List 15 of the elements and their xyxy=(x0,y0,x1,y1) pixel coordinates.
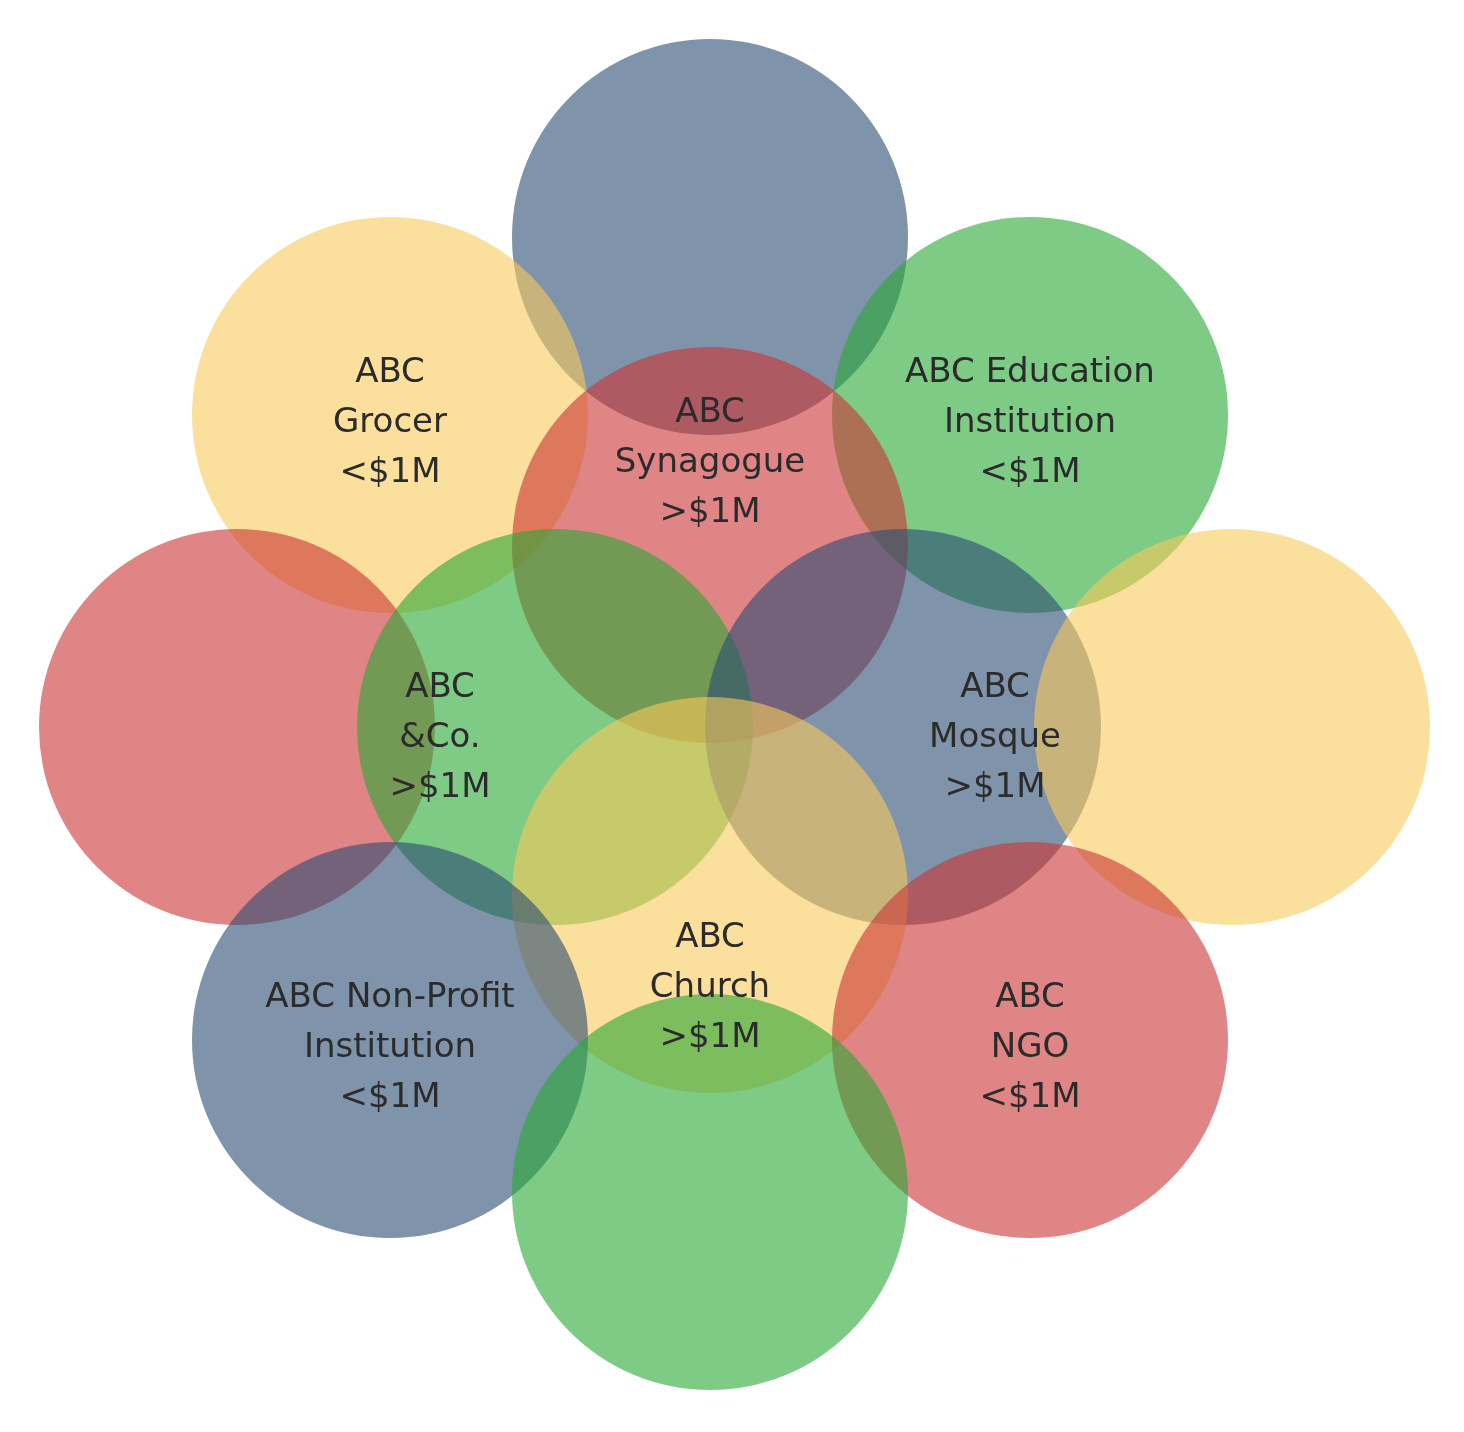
circle-label: ABC Synagogue xyxy=(613,389,807,482)
circle-label: ABC Church xyxy=(648,914,772,1007)
value-label: <$1M xyxy=(339,1074,441,1117)
value-label: >$1M xyxy=(659,489,761,532)
circle-label: ABC Non-Profit Institution xyxy=(264,974,516,1067)
value-label: >$1M xyxy=(659,1014,761,1057)
circle-label: ABC &Co. xyxy=(398,664,482,757)
value-label: >$1M xyxy=(389,764,491,807)
circle-label: ABC NGO xyxy=(989,974,1071,1067)
value-label: >$1M xyxy=(944,764,1046,807)
value-label: <$1M xyxy=(979,449,1081,492)
value-label: <$1M xyxy=(979,1074,1081,1117)
circle-label: ABC Education Institution xyxy=(904,349,1156,442)
value-label: <$1M xyxy=(339,449,441,492)
circle-label: ABC Grocer xyxy=(332,349,448,442)
